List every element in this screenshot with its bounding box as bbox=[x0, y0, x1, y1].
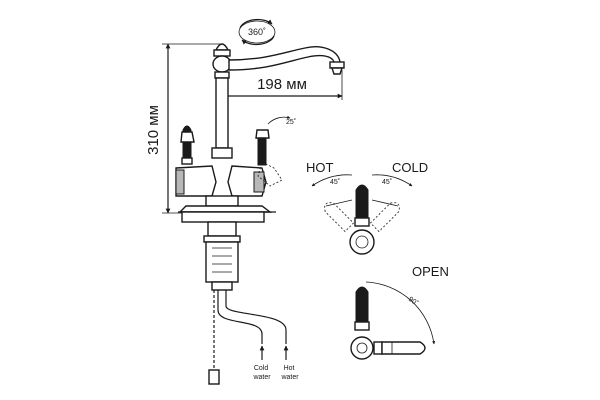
height-dimension: 310 мм bbox=[145, 43, 222, 214]
temperature-detail: HOT COLD 45˚ 45˚ bbox=[306, 160, 428, 255]
hot-water-label: Hot water bbox=[280, 365, 299, 381]
cold-angle-label: 45˚ bbox=[382, 178, 392, 186]
tap-side-view: 25˚ Cold water Hot water bbox=[175, 43, 345, 385]
reach-dimension: 198 мм bbox=[221, 70, 343, 100]
open-detail: OPEN 90˚ bbox=[350, 264, 449, 360]
lever-angle-label: 25˚ bbox=[286, 118, 296, 126]
swivel-angle-label: 360˚ bbox=[248, 27, 266, 37]
reach-label: 198 мм bbox=[257, 76, 307, 93]
hot-label: HOT bbox=[306, 160, 334, 175]
hot-angle-label: 45˚ bbox=[330, 178, 340, 186]
height-label: 310 мм bbox=[145, 105, 162, 155]
cold-label: COLD bbox=[392, 160, 428, 175]
open-angle-label: 90˚ bbox=[407, 295, 420, 307]
cold-water-label: Cold water bbox=[252, 365, 271, 381]
cold-water-label-line-2: water bbox=[252, 374, 271, 381]
hot-water-label-line-1: Hot bbox=[284, 365, 295, 372]
swivel-indicator: 360˚ bbox=[238, 18, 276, 46]
hot-water-label-line-2: water bbox=[280, 374, 299, 381]
open-label: OPEN bbox=[412, 264, 449, 279]
cold-water-label-line-1: Cold bbox=[254, 365, 269, 372]
